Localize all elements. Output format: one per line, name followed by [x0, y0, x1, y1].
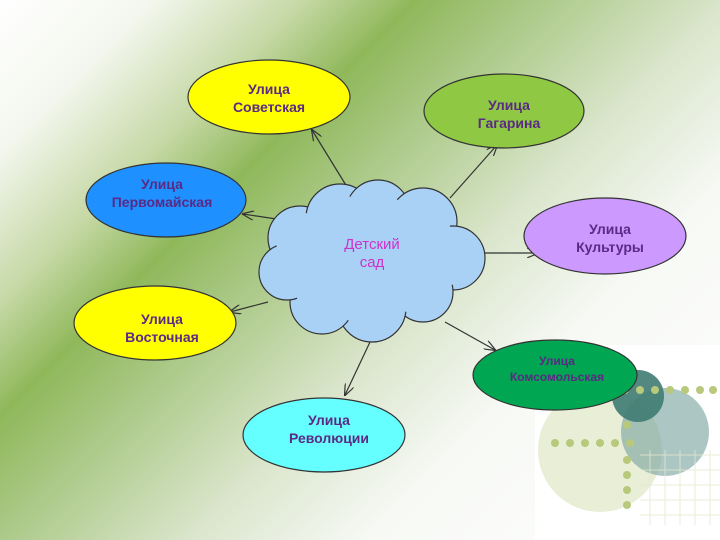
node-komsomolskaya: Улица Комсомольская [487, 353, 627, 385]
node-label-line1: Улица [248, 81, 290, 97]
center-label-line2: сад [359, 254, 385, 271]
arrow-to-revolyutsii [345, 341, 371, 395]
node-ellipse-sovetskaya [187, 59, 351, 135]
node-vostochnaya: Улица Восточная [92, 310, 232, 346]
node-label-line1: Улица [308, 412, 350, 428]
node-label-line2: Революции [288, 430, 370, 446]
node-ellipse-kultury [523, 197, 687, 275]
arrow-to-gagarina [449, 145, 497, 199]
node-label-line1: Улица [141, 311, 183, 327]
node-kultury: Улица Культуры [540, 220, 680, 256]
node-gagarina: Улица Гагарина [439, 96, 579, 132]
node-ellipse-komsomolskaya [472, 339, 638, 411]
node-label-line1: Улица [141, 176, 183, 192]
center-label-line1: Детский [344, 236, 400, 253]
node-label-line2: Восточная [125, 329, 199, 345]
node-label-line2: Комсомольская [509, 370, 605, 384]
node-label-line2: Гагарина [477, 115, 541, 131]
arrow-to-komsomolskaya [444, 321, 495, 350]
node-label-line2: Культуры [576, 239, 644, 255]
node-label-line2: Советская [232, 99, 306, 115]
node-label-line1: Улица [539, 354, 575, 368]
node-ellipse-revolyutsii [242, 397, 406, 473]
arrow-to-vostochnaya [230, 301, 269, 312]
center-label: Детский сад [322, 236, 422, 272]
node-ellipse-vostochnaya [73, 285, 237, 361]
node-sovetskaya: Улица Советская [199, 80, 339, 116]
node-pervomayskaya: Улица Первомайская [87, 175, 237, 211]
node-ellipse-pervomayskaya [85, 162, 247, 238]
node-label-line1: Улица [589, 221, 631, 237]
node-ellipse-gagarina [423, 73, 585, 149]
node-label-line1: Улица [488, 97, 530, 113]
node-revolyutsii: Улица Революции [259, 411, 399, 447]
node-label-line2: Первомайская [111, 194, 213, 210]
